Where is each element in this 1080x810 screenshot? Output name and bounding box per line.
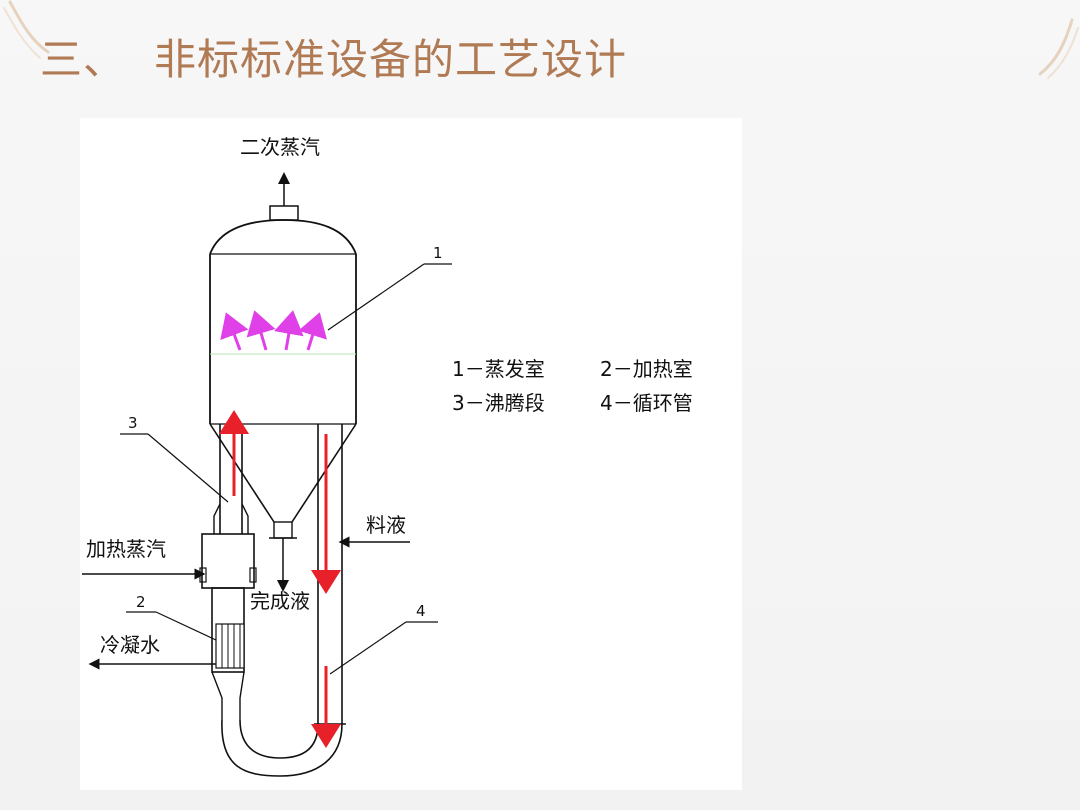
callout-3-number: 3 xyxy=(128,414,138,432)
finished-liquid-label: 完成液 xyxy=(250,589,310,613)
evaporator-diagram-panel: 二次蒸汽 xyxy=(80,118,742,790)
legend-item: 3－沸腾段 xyxy=(452,391,545,415)
corner-swoosh-right xyxy=(1038,18,1079,79)
callout-4: 4 xyxy=(329,602,438,675)
legend-item: 1－蒸发室 xyxy=(452,357,545,381)
callout-2-number: 2 xyxy=(136,593,146,611)
callout-4-number: 4 xyxy=(416,602,426,620)
section-number: 三、 xyxy=(40,35,127,84)
section-title: 非标标准设备的工艺设计 xyxy=(154,35,628,84)
feed-liquid-label: 料液 xyxy=(366,513,406,537)
legend: 1－蒸发室 2－加热室 3－沸腾段 4－循环管 xyxy=(452,357,693,415)
evaporator-diagram: 二次蒸汽 xyxy=(82,135,693,777)
vapor-outlet-nozzle xyxy=(269,172,299,221)
condensate-label: 冷凝水 xyxy=(100,633,160,657)
secondary-steam-label: 二次蒸汽 xyxy=(240,135,320,159)
callout-3: 3 xyxy=(120,414,229,503)
callout-1: 1 xyxy=(327,244,452,331)
corner-swoosh-left xyxy=(3,0,50,59)
legend-item: 4－循环管 xyxy=(600,391,693,415)
heating-chamber xyxy=(199,533,257,720)
page-title: 三、非标标准设备的工艺设计 xyxy=(40,34,627,86)
legend-item: 2－加热室 xyxy=(600,357,693,381)
boiling-section-pipe xyxy=(213,424,249,534)
callout-2: 2 xyxy=(126,593,217,641)
vapor-flow-arrows xyxy=(220,310,327,351)
callout-1-number: 1 xyxy=(433,244,443,262)
evaporation-chamber xyxy=(209,219,357,539)
heating-steam-label: 加热蒸汽 xyxy=(86,537,166,561)
